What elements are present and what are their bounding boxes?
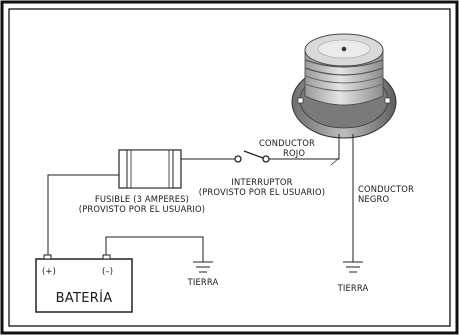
- ground-icon-right: [343, 261, 363, 273]
- fuse-label-line2: (PROVISTO POR EL USUARIO): [78, 204, 206, 214]
- switch-label-line2: (PROVISTO POR EL USUARIO): [198, 187, 326, 197]
- battery-icon: [35, 254, 133, 313]
- inner-frame: [8, 8, 451, 327]
- switch-icon: [234, 150, 276, 163]
- ground-right-label: TIERRA: [337, 283, 369, 293]
- battery-positive-label: (+): [42, 266, 57, 276]
- conductor-black-label-line2: NEGRO: [358, 194, 390, 204]
- conductor-black-label: CONDUCTOR NEGRO: [358, 184, 414, 204]
- battery-negative-label: (–): [102, 266, 114, 276]
- conductor-black-label-line1: CONDUCTOR: [358, 184, 415, 194]
- fuse-label-line1: FUSIBLE (3 AMPERES): [94, 194, 190, 204]
- wire-battery-to-ground: [105, 236, 204, 262]
- switch-label: INTERRUPTOR (PROVISTO POR EL USUARIO): [192, 177, 332, 197]
- switch-label-line1: INTERRUPTOR: [231, 177, 293, 187]
- conductor-red-label-line1: CONDUCTOR: [259, 138, 316, 148]
- fuse-label: FUSIBLE (3 AMPERES) (PROVISTO POR EL USU…: [67, 194, 217, 214]
- red-conductor-wire: [276, 134, 340, 160]
- ground-icon-left: [193, 261, 213, 273]
- conductor-red-label: CONDUCTOR ROJO: [259, 138, 315, 158]
- wire-fuse-to-battery: [47, 174, 119, 256]
- leader-line: [330, 157, 340, 166]
- conductor-red-label-line2: ROJO: [283, 148, 306, 158]
- fuse-icon: [118, 149, 182, 189]
- ground-left-label: TIERRA: [187, 277, 219, 287]
- battery-name-label: BATERÍA: [55, 291, 113, 306]
- beacon-lamp-icon: [291, 33, 397, 139]
